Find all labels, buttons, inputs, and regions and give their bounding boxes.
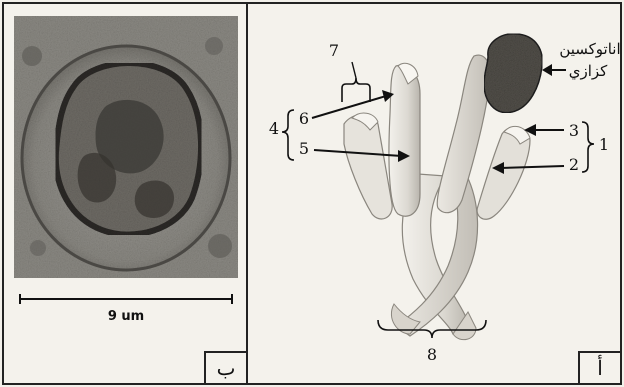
label-7: 7 bbox=[329, 41, 339, 60]
label-4: 4 bbox=[269, 119, 279, 138]
right-heavy-chain bbox=[437, 55, 490, 213]
panel-a: اناتوكسين كزازي 7 4 6 5 bbox=[248, 4, 620, 383]
antigen-label-line2: كزازي bbox=[569, 62, 608, 80]
antigen-label-line1: اناتوكسين bbox=[559, 40, 620, 58]
scale-bar bbox=[19, 294, 233, 304]
left-heavy-chain bbox=[389, 65, 420, 216]
left-light-chain bbox=[344, 115, 392, 219]
label-2: 2 bbox=[569, 155, 579, 174]
tetanus-toxoid-antigen bbox=[484, 34, 542, 113]
brace-4 bbox=[282, 110, 294, 160]
panel-a-label: أ bbox=[578, 351, 620, 383]
bracket-7 bbox=[342, 78, 370, 102]
label-5: 5 bbox=[299, 139, 309, 158]
label-8: 8 bbox=[427, 345, 437, 364]
antibody-diagram: اناتوكسين كزازي 7 4 6 5 bbox=[248, 4, 620, 383]
brace-1 bbox=[582, 122, 594, 172]
label-6: 6 bbox=[299, 109, 309, 128]
panel-b-label: ب bbox=[204, 351, 246, 383]
arrow-3 bbox=[524, 124, 564, 136]
arrow-2 bbox=[492, 162, 564, 174]
antigen-arrow bbox=[542, 64, 566, 76]
panel-b: 9 um ب bbox=[4, 4, 248, 383]
arrow-6 bbox=[312, 90, 394, 118]
label-3: 3 bbox=[569, 121, 579, 140]
scale-label: 9 um bbox=[4, 309, 248, 324]
label-1: 1 bbox=[599, 135, 609, 154]
cell-micrograph bbox=[14, 16, 238, 278]
